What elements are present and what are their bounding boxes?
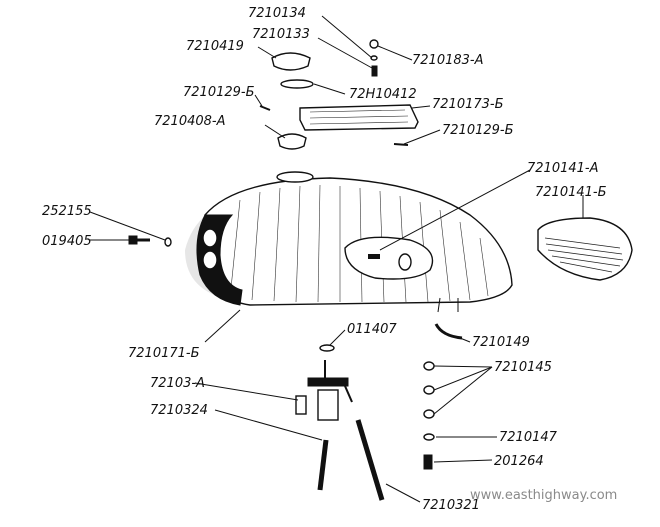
label-7210145: 7210145 [494, 360, 552, 375]
hose-7210321-part [355, 419, 385, 501]
label-7210133: 7210133 [252, 27, 310, 42]
label-7210171-b: 7210171-Б [128, 346, 200, 361]
hose-7210324-part [317, 439, 329, 491]
label-019405: 019405 [42, 234, 92, 249]
label-7210147: 7210147 [499, 430, 558, 445]
label-7210408-a: 7210408-А [154, 114, 225, 129]
label-7210129-b-right: 7210129-Б [442, 123, 514, 138]
label-7210149: 7210149 [472, 335, 530, 350]
label-72103-a: 72103-А [150, 376, 205, 391]
washer-7210147-part [423, 433, 435, 441]
label-7210419: 7210419 [186, 39, 244, 54]
label-7210173-b: 7210173-Б [432, 97, 504, 112]
label-7210141-a: 7210141-А [527, 161, 598, 176]
part-labels: 7210134 7210133 7210419 7210183-А 72Н104… [42, 6, 607, 513]
leader-lines [89, 15, 584, 503]
label-011407: 011407 [347, 322, 397, 337]
label-7210324: 7210324 [150, 403, 208, 418]
clip-7210149-part [434, 323, 463, 340]
washer-011407-part [319, 344, 335, 352]
knee-pad-part [537, 217, 633, 281]
nuts-7210145-part [423, 361, 435, 419]
fuel-tap-part [295, 360, 353, 421]
label-72h10412: 72Н10412 [349, 87, 417, 102]
site-watermark: www.easthighway.com [470, 488, 617, 503]
label-7210183-a: 7210183-А [412, 53, 483, 68]
fuel-tank [196, 171, 513, 313]
label-7210141-b: 7210141-Б [535, 185, 607, 200]
label-201264: 201264 [494, 454, 544, 469]
label-7210134: 7210134 [248, 6, 306, 21]
label-7210129-b-top: 7210129-Б [183, 85, 255, 100]
label-252155: 252155 [42, 204, 92, 219]
label-7210321: 7210321 [422, 498, 480, 513]
side-screw-part [128, 235, 172, 247]
filler-cap-parts [259, 39, 419, 150]
bolt-201264-part [423, 454, 433, 470]
